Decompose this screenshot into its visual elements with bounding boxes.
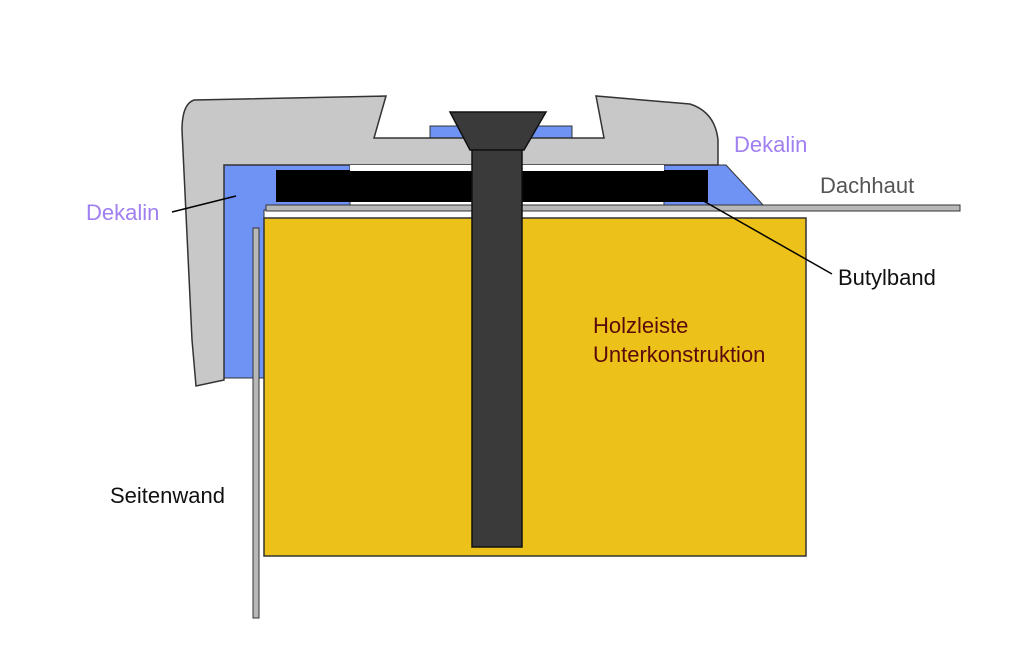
- label-dekalin-right: Dekalin: [734, 132, 808, 157]
- label-dekalin-left: Dekalin: [86, 200, 160, 225]
- label-butylband: Butylband: [838, 265, 936, 290]
- edge-profile: [181, 95, 719, 387]
- dachhaut-sheet: [265, 204, 961, 212]
- leader-line-butylband: [699, 198, 833, 275]
- seitenwand-sheet: [252, 227, 260, 619]
- label-dachhaut: Dachhaut: [820, 173, 915, 198]
- leader-line-dekalin-left: [171, 195, 237, 213]
- label-holzleiste-line1: Holzleiste: [593, 313, 689, 338]
- screw-head: [448, 111, 548, 151]
- holzleiste-block: [263, 217, 807, 557]
- screw-shank: [471, 149, 523, 548]
- label-seitenwand: Seitenwand: [110, 483, 225, 508]
- label-holzleiste-line2: Unterkonstruktion: [593, 342, 766, 367]
